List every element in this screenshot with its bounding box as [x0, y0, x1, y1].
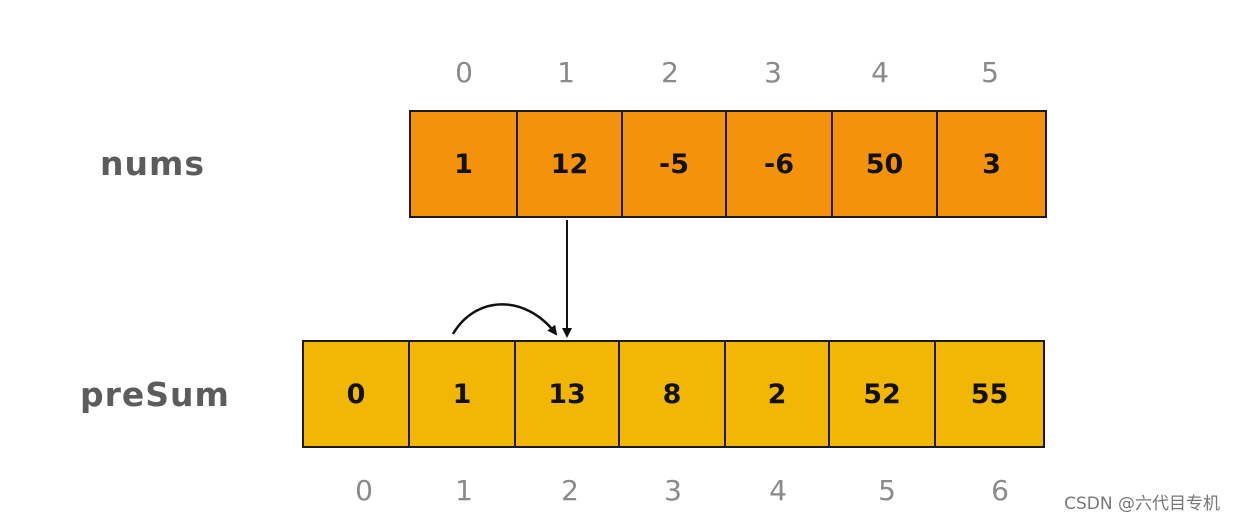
- presum-label: preSum: [80, 375, 230, 414]
- presum-index: 3: [664, 474, 682, 507]
- presum-cell: 52: [830, 342, 936, 446]
- presum-cell: 0: [304, 342, 410, 446]
- nums-index: 0: [455, 56, 473, 89]
- watermark: CSDN @六代目专机: [1064, 494, 1220, 514]
- nums-index: 5: [981, 56, 999, 89]
- presum-cell: 13: [516, 342, 620, 446]
- curved-arrow: [451, 303, 558, 336]
- nums-index: 1: [557, 56, 575, 89]
- nums-label: nums: [100, 144, 206, 183]
- nums-array: 1 12 -5 -6 50 3: [409, 110, 1047, 218]
- presum-index: 2: [561, 474, 579, 507]
- presum-index: 5: [878, 474, 896, 507]
- nums-index: 4: [871, 56, 889, 89]
- presum-array: 0 1 13 8 2 52 55: [302, 340, 1045, 448]
- nums-cell: 50: [833, 112, 938, 216]
- presum-index: 1: [455, 474, 473, 507]
- presum-cell: 8: [620, 342, 726, 446]
- presum-cell: 1: [410, 342, 516, 446]
- presum-index: 4: [769, 474, 787, 507]
- presum-cell: 55: [936, 342, 1043, 446]
- presum-index: 0: [355, 474, 373, 507]
- nums-cell: -5: [623, 112, 727, 216]
- presum-index: 6: [991, 474, 1009, 507]
- nums-index: 2: [661, 56, 679, 89]
- nums-index: 3: [764, 56, 782, 89]
- nums-cell: 1: [411, 112, 518, 216]
- nums-cell: 12: [518, 112, 623, 216]
- nums-cell: 3: [938, 112, 1045, 216]
- presum-cell: 2: [726, 342, 830, 446]
- nums-cell: -6: [727, 112, 833, 216]
